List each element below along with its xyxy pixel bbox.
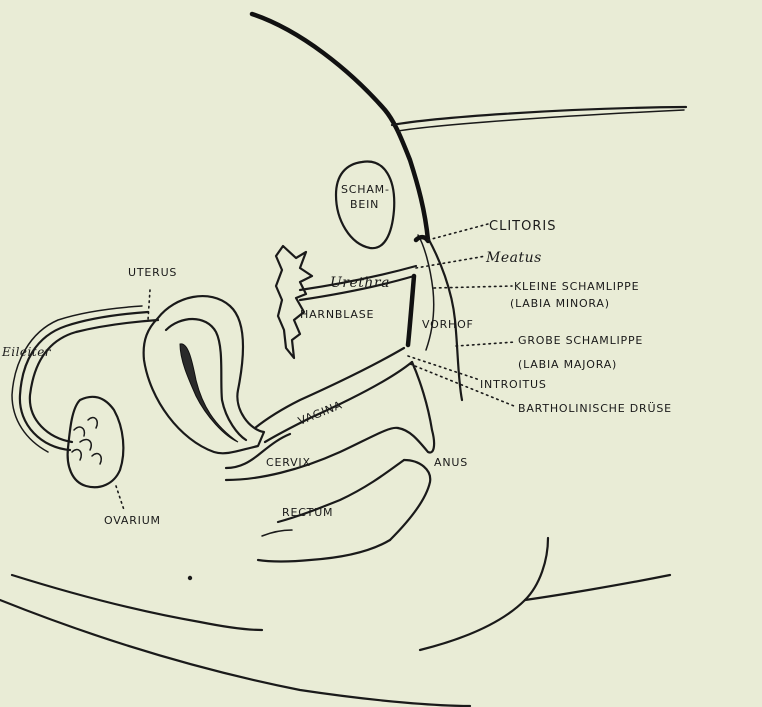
label-schambein-1: SCHAM- <box>341 183 390 196</box>
back-contour <box>12 575 262 630</box>
clitoris-mark <box>416 237 428 241</box>
dot-mark <box>188 576 192 580</box>
rectum-dash <box>262 530 292 536</box>
vestibule-wall <box>408 276 414 345</box>
label-labia-majora: (LABIA MAJORA) <box>518 358 617 371</box>
label-anus: ANUS <box>434 456 468 469</box>
label-vorhof: VORHOF <box>422 318 474 331</box>
uterus-outline <box>144 296 264 453</box>
rectum-lower <box>258 540 390 562</box>
label-grosse-schamlippe: GROBE SCHAMLIPPE <box>518 334 643 347</box>
label-urethra: Urethra <box>330 275 390 291</box>
pubic-mound-inner <box>398 110 684 131</box>
lower-body-contour <box>0 600 470 706</box>
bladder-outline <box>276 246 312 358</box>
leader-uterus <box>148 290 150 320</box>
buttock-contour <box>420 538 548 650</box>
leader-ovarium <box>116 486 124 510</box>
label-kleine-schamlippe: KLEINE SCHAMLIPPE <box>514 280 639 293</box>
label-schambein-2: BEIN <box>350 198 379 211</box>
label-labia-minora: (LABIA MINORA) <box>510 297 610 310</box>
ovary-outline <box>68 397 124 487</box>
pubic-mound-outline <box>392 107 686 125</box>
label-harnblase: HARNBLASE <box>300 308 374 321</box>
label-introitus: INTROITUS <box>480 378 547 391</box>
uterine-cavity <box>180 344 238 442</box>
label-eileiter: Eileiter <box>1 345 52 359</box>
label-cervix: CERVIX <box>266 456 311 469</box>
label-clitoris: CLITORIS <box>489 219 556 234</box>
label-bartholinische-druese: BARTHOLINISCHE DRÜSE <box>518 402 672 415</box>
leader-clitoris <box>428 224 488 240</box>
anal-outline <box>390 460 430 540</box>
label-vagina: VAGINA <box>296 398 344 427</box>
label-meatus: Meatus <box>485 250 542 266</box>
fallopian-tube-1 <box>30 320 158 442</box>
ovary-follicles <box>72 418 101 464</box>
leader-kleine-schamlippe <box>434 286 512 288</box>
abdominal-wall-outline <box>252 14 428 240</box>
cervix-lower <box>226 428 398 480</box>
perineum-outline <box>398 362 434 453</box>
thigh-contour <box>525 575 670 600</box>
uterus-inner <box>166 319 246 440</box>
leader-grosse-schamlippe <box>456 342 516 346</box>
labia-minora-outline <box>418 235 434 350</box>
label-rectum: RECTUM <box>282 506 333 519</box>
label-uterus: UTERUS <box>128 266 177 279</box>
label-ovarium: OVARIUM <box>104 514 161 527</box>
